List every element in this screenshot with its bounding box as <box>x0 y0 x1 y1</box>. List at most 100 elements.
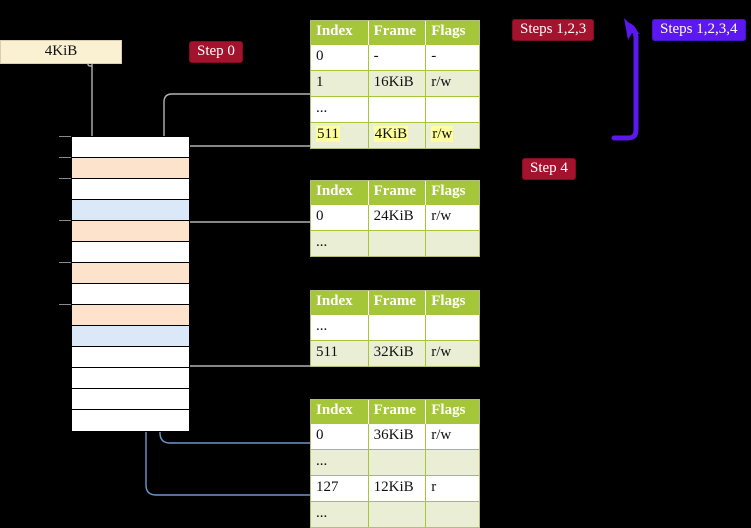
cell-frame: 32KiB <box>368 339 427 366</box>
memory-tick <box>59 304 72 305</box>
arrow-steps-return <box>611 18 640 141</box>
cell-index: ... <box>311 500 369 527</box>
table-header-row: Index Frame Flags <box>311 181 479 204</box>
table-header-row: Index Frame Flags <box>311 291 479 314</box>
cell-frame: 12KiB <box>368 474 427 501</box>
memory-frame-cell <box>72 221 189 242</box>
cell-flags <box>425 313 479 340</box>
memory-frame-cell <box>72 305 189 326</box>
table-header-row: Index Frame Flags <box>311 21 479 44</box>
cell-frame <box>368 448 427 475</box>
column-header-index: Index <box>311 291 369 314</box>
cell-flags: r/w <box>425 339 479 366</box>
memory-frame-cell <box>72 347 189 368</box>
cell-flags: r/w <box>425 203 479 230</box>
highlighted-value: 4KiB <box>373 126 409 143</box>
cell-flags <box>425 448 479 475</box>
cell-flags: r/w <box>425 121 479 148</box>
memory-frame-cell <box>72 158 189 179</box>
memory-frame-cell <box>72 284 189 305</box>
memory-tick <box>59 220 72 221</box>
cell-frame: 16KiB <box>368 69 427 96</box>
memory-frame-cell <box>72 179 189 200</box>
cell-frame: - <box>368 43 427 70</box>
cell-frame <box>368 95 427 122</box>
column-header-frame: Frame <box>368 291 427 314</box>
memory-frame-cell <box>72 326 189 347</box>
badge-step-4: Step 4 <box>522 158 576 180</box>
wire-table1-row511 <box>173 145 312 206</box>
column-header-flags: Flags <box>425 291 479 314</box>
cell-flags <box>425 229 479 256</box>
table-row: 511 4KiB r/w <box>311 121 479 148</box>
cell-index: 0 <box>311 203 369 230</box>
cell-index: ... <box>311 229 369 256</box>
cell-index: 0 <box>311 422 369 449</box>
memory-tick <box>59 178 72 179</box>
column-header-index: Index <box>311 181 369 204</box>
badge-step-0: Step 0 <box>189 41 243 63</box>
cell-flags: r <box>425 474 479 501</box>
badge-steps-1234-label: Steps 1,2,3,4 <box>660 21 738 37</box>
table-row: ... <box>311 95 479 122</box>
cell-frame: 36KiB <box>368 422 427 449</box>
table-row: ... <box>311 448 479 475</box>
memory-tick <box>59 262 72 263</box>
physical-memory-grid <box>71 136 190 432</box>
cell-flags: r/w <box>425 69 479 96</box>
memory-frame-cell <box>72 389 189 410</box>
column-header-frame: Frame <box>368 21 427 44</box>
cell-frame <box>368 313 427 340</box>
table-row: 0-- <box>311 43 479 70</box>
badge-steps-1234: Steps 1,2,3,4 <box>652 19 746 41</box>
badge-step-4-label: Step 4 <box>530 160 568 176</box>
cell-index: 127 <box>311 474 369 501</box>
column-header-flags: Flags <box>425 400 479 423</box>
memory-size-text: 4KiB <box>44 43 78 59</box>
badge-steps-123-label: Steps 1,2,3 <box>520 21 587 37</box>
column-header-flags: Flags <box>425 181 479 204</box>
cell-frame: 4KiB <box>368 121 427 148</box>
cell-flags: r/w <box>425 422 479 449</box>
wire-table3-row511 <box>179 306 312 367</box>
table-header-row: Index Frame Flags <box>311 400 479 423</box>
cell-frame <box>368 229 427 256</box>
cell-flags <box>425 95 479 122</box>
column-header-frame: Frame <box>368 400 427 423</box>
memory-frame-cell <box>72 263 189 284</box>
column-header-flags: Flags <box>425 21 479 44</box>
column-header-index: Index <box>311 400 369 423</box>
table-row: ... <box>311 500 479 527</box>
highlighted-value: 511 <box>316 126 340 143</box>
memory-frame-cell <box>72 200 189 221</box>
badge-steps-123: Steps 1,2,3 <box>512 19 595 41</box>
column-header-frame: Frame <box>368 181 427 204</box>
highlighted-value: r/w <box>431 126 454 143</box>
cell-index: 511 <box>311 339 369 366</box>
cell-flags <box>425 500 479 527</box>
memory-tick <box>59 157 72 158</box>
cell-index: 511 <box>311 121 369 148</box>
memory-frame-cell <box>72 368 189 389</box>
memory-tick <box>59 136 72 137</box>
cell-index: ... <box>311 313 369 340</box>
cell-frame <box>368 500 427 527</box>
table-row: ... <box>311 229 479 256</box>
